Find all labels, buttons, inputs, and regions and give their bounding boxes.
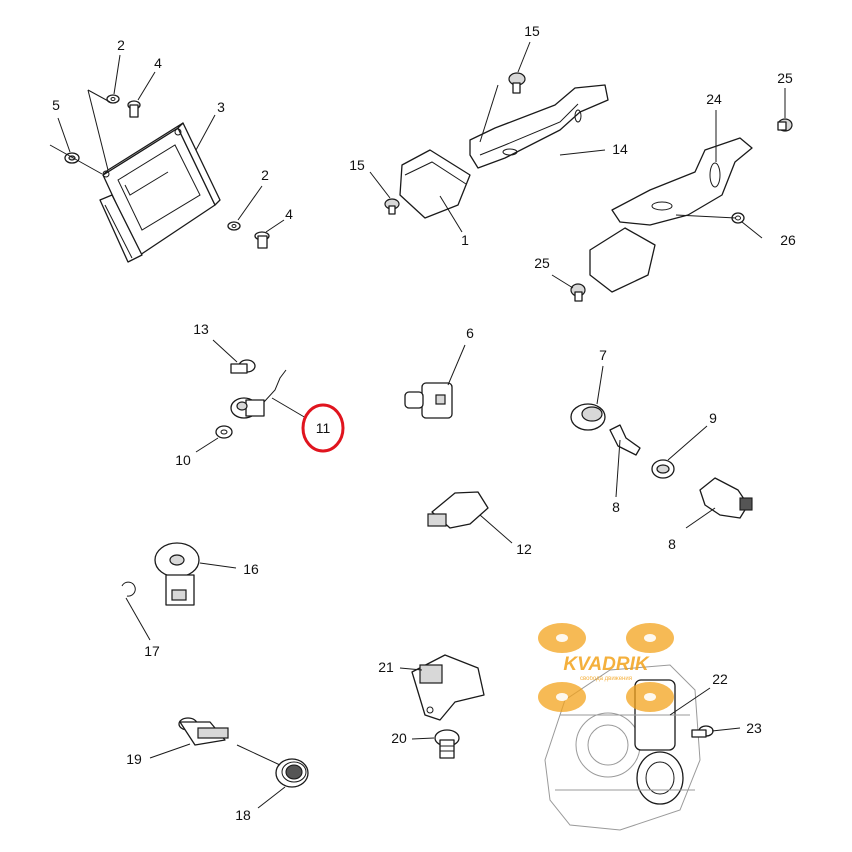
washer-2b bbox=[227, 221, 241, 231]
callout-20: 20 bbox=[391, 730, 407, 746]
callout-24: 24 bbox=[706, 91, 722, 107]
bolt-13 bbox=[230, 359, 256, 374]
sensor-7 bbox=[570, 403, 606, 431]
callout-22: 22 bbox=[712, 671, 728, 687]
bolt-15a bbox=[508, 72, 526, 94]
callout-8b: 8 bbox=[668, 536, 676, 552]
callout-5: 5 bbox=[52, 97, 60, 113]
bracket-14 bbox=[469, 84, 609, 169]
sensor-11 bbox=[230, 369, 287, 419]
callout-19: 19 bbox=[126, 751, 142, 767]
callout-25a: 25 bbox=[777, 70, 793, 86]
cover-24 bbox=[589, 227, 656, 293]
callout-11-highlight bbox=[301, 403, 345, 453]
callout-15b: 15 bbox=[349, 157, 365, 173]
callout-2b: 2 bbox=[261, 167, 269, 183]
callout-25b: 25 bbox=[534, 255, 550, 271]
ecu-module bbox=[99, 122, 221, 263]
bolt-25a bbox=[777, 118, 793, 132]
callout-11: 11 bbox=[316, 420, 331, 436]
sensor-12 bbox=[427, 491, 489, 529]
callout-2a: 2 bbox=[117, 37, 125, 53]
callout-16: 16 bbox=[243, 561, 259, 577]
seal-18 bbox=[275, 758, 309, 788]
cover-1 bbox=[399, 149, 471, 219]
callout-1: 1 bbox=[461, 232, 469, 248]
sensor-21 bbox=[411, 654, 485, 721]
sensor-8b bbox=[699, 477, 753, 519]
bracket-24 bbox=[611, 137, 753, 226]
bolt-15b bbox=[384, 198, 400, 215]
callout-8a: 8 bbox=[612, 499, 620, 515]
callout-7: 7 bbox=[599, 347, 607, 363]
callout-numbers: 2 4 5 3 2 4 15 14 15 1 25 24 26 25 13 11… bbox=[52, 23, 796, 823]
callout-18: 18 bbox=[235, 807, 251, 823]
callout-23: 23 bbox=[746, 720, 762, 736]
callout-9: 9 bbox=[709, 410, 717, 426]
watermark-brand: KVADRIK bbox=[563, 654, 649, 675]
callout-10: 10 bbox=[175, 452, 191, 468]
bolt-25b bbox=[570, 283, 586, 302]
washer-2a bbox=[106, 94, 120, 104]
callout-4b: 4 bbox=[285, 206, 293, 222]
callout-4a: 4 bbox=[154, 55, 162, 71]
kvadrik-watermark: KVADRIK свобода движения bbox=[538, 623, 674, 712]
clip-8a bbox=[609, 424, 641, 456]
callout-14: 14 bbox=[612, 141, 628, 157]
callout-12: 12 bbox=[516, 541, 532, 557]
callout-17: 17 bbox=[144, 643, 160, 659]
sensor-6 bbox=[404, 382, 453, 419]
bolt-4b bbox=[254, 231, 270, 249]
bolt-23 bbox=[691, 725, 714, 738]
washer-9 bbox=[651, 459, 675, 479]
watermark-tagline: свобода движения bbox=[580, 676, 632, 682]
callout-26: 26 bbox=[780, 232, 796, 248]
callout-3: 3 bbox=[217, 99, 225, 115]
callout-6: 6 bbox=[466, 325, 474, 341]
o-ring-10 bbox=[215, 425, 233, 439]
knock-sensor-16 bbox=[154, 542, 200, 606]
sensor-19 bbox=[178, 717, 229, 746]
bolt-4a bbox=[127, 100, 141, 118]
clip-17 bbox=[121, 581, 136, 597]
callout-15a: 15 bbox=[524, 23, 540, 39]
callout-21: 21 bbox=[378, 659, 394, 675]
callout-13: 13 bbox=[193, 321, 209, 337]
plug-20 bbox=[434, 729, 460, 759]
